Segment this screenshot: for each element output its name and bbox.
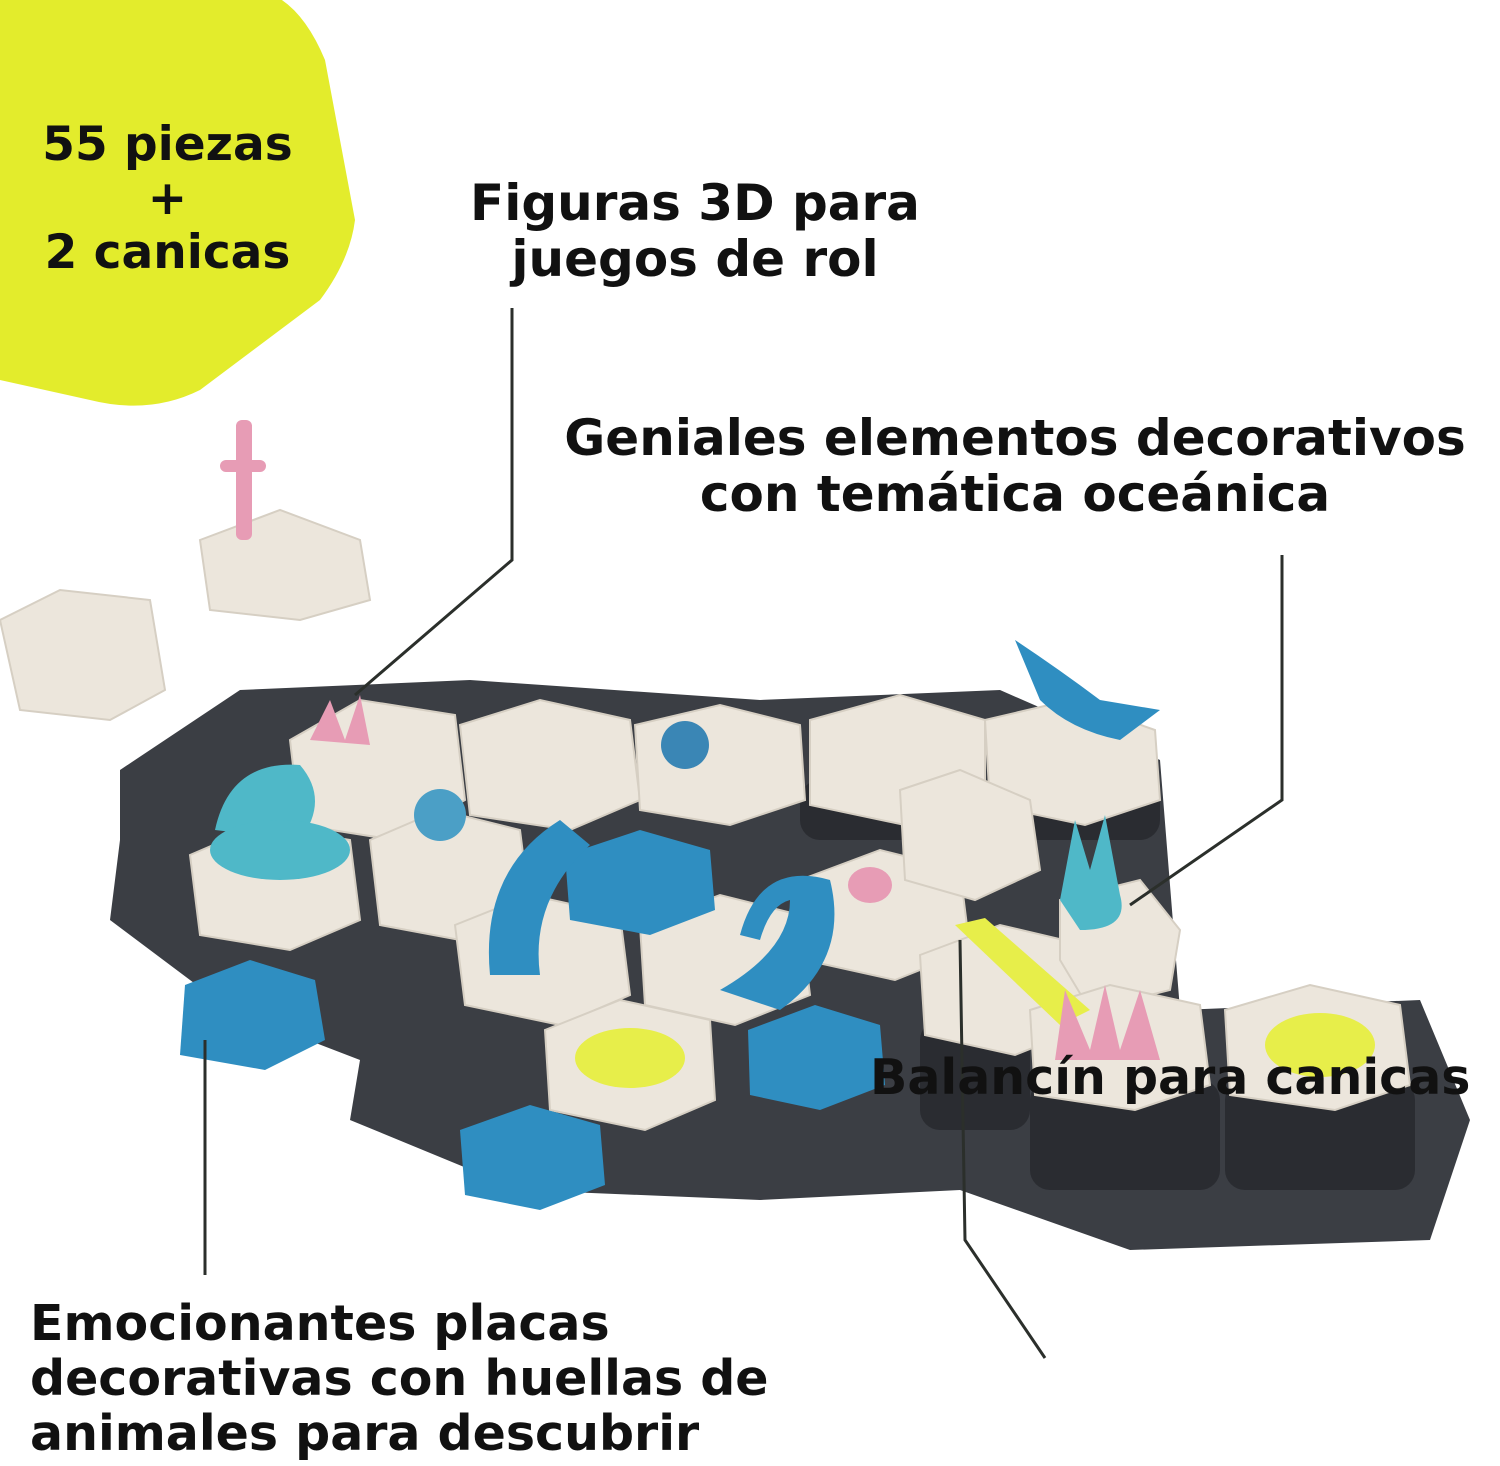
callout-placas-line3: animales para descubrir [30, 1405, 700, 1462]
pieces-badge [0, 0, 355, 406]
marble-blue-1 [414, 789, 466, 841]
yellow-plates [575, 918, 1375, 1088]
pink-coral-figure [236, 420, 252, 540]
pink-coral-small [310, 695, 370, 745]
callout-placas: Emocionantes placas decorativas con huel… [30, 1296, 769, 1461]
figures [210, 420, 1160, 1060]
callout-geniales: Geniales elementos decorativos con temát… [560, 410, 1470, 522]
fish-figure [848, 867, 892, 903]
callout-figuras-line1: Figuras 3D para [470, 174, 920, 232]
leader-figuras [354, 308, 514, 697]
marble-blue-2 [661, 721, 709, 769]
tentacle-figure [488, 820, 590, 975]
track-tiles [0, 508, 1412, 1132]
seaweed-figure [1060, 815, 1122, 930]
callout-placas-line1: Emocionantes placas [30, 1295, 610, 1352]
tentacle-arch-figure [720, 875, 835, 1010]
stingray-figure [1015, 640, 1160, 740]
callout-figuras-line2: juegos de rol [511, 230, 879, 288]
leader-balancin [958, 939, 1047, 1359]
callout-balancin-line1: Balancín para canicas [870, 1049, 1471, 1106]
leader-lines [203, 308, 1284, 1359]
callout-placas-line2: decorativas con huellas de [30, 1350, 769, 1407]
leader-geniales [1129, 555, 1284, 907]
callout-figuras: Figuras 3D para juegos de rol [470, 175, 920, 287]
badge-text: 55 piezas + 2 canicas [0, 118, 335, 280]
pink-coral-big [1055, 985, 1160, 1060]
callout-balancin: Balancín para canicas [870, 1050, 1470, 1106]
badge-line-plus: + [147, 171, 188, 226]
callout-geniales-line1: Geniales elementos decorativos [564, 409, 1466, 467]
badge-line-marbles: 2 canicas [44, 225, 291, 280]
callout-geniales-line2: con temática oceánica [699, 465, 1331, 523]
badge-line-pieces: 55 piezas [42, 117, 293, 172]
badge-hexagon [0, 0, 355, 406]
decor-plates [180, 830, 885, 1210]
